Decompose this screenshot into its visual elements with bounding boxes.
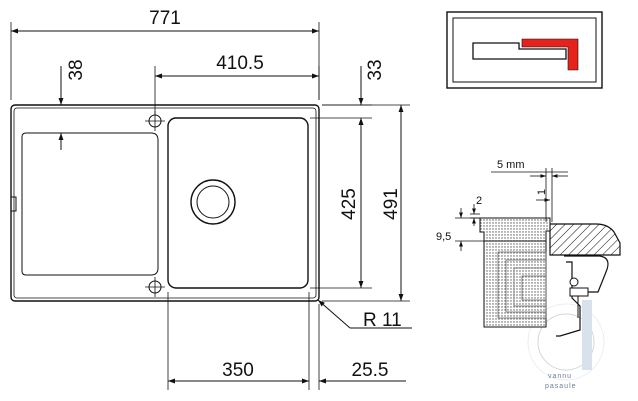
dim-overall-width-label: 771: [149, 8, 181, 29]
sink-body-section: [483, 240, 547, 328]
mounting-clamp-icon: [556, 255, 609, 337]
dim-corner-radius-label: R 11: [363, 310, 402, 331]
drain-icon: [190, 179, 236, 225]
tap-hole-top-icon: [145, 111, 165, 131]
dim-top-margin: 38: [43, 59, 158, 150]
dim-overall-depth: 491: [322, 104, 410, 302]
dim-bowl-depth: 425: [310, 118, 372, 289]
dim-bowl-side-margin-label: 33: [365, 59, 386, 80]
worktop-section: [549, 223, 621, 256]
section-detail: vannu pasaule 5 mm 1: [436, 159, 621, 390]
dim-drainer-width: 350: [167, 292, 310, 390]
edge-tab: [10, 196, 17, 212]
dim-bowl-depth-label: 425: [339, 188, 360, 220]
sink-plan-view: [10, 104, 320, 302]
sink-rim-section: [479, 217, 551, 242]
section-lip-label: 2: [476, 195, 482, 207]
section-thickness-label: 9,5: [436, 231, 451, 243]
dim-top-margin-label: 38: [66, 59, 87, 80]
flush-mount-icon: [446, 11, 603, 89]
dim-drainer-width-label: 350: [222, 360, 254, 381]
dim-bottom-offset-label: 25.5: [352, 360, 389, 381]
dim-corner-radius: R 11: [317, 299, 412, 331]
drainer-area: [21, 132, 159, 276]
section-gap-label: 5 mm: [497, 159, 525, 171]
watermark-logo-icon: [527, 300, 605, 381]
tap-hole-bottom-icon: [145, 277, 165, 297]
watermark-line2: pasaule: [545, 383, 577, 390]
section-edge-label: 1: [536, 189, 548, 195]
dim-bowl-width: 410.5: [154, 53, 320, 114]
bowl-outline: [167, 117, 309, 289]
dim-overall-width: 771: [10, 8, 320, 100]
dim-bowl-side-margin: 33: [310, 59, 386, 138]
dim-bowl-width-label: 410.5: [216, 53, 264, 74]
sink-outline: [10, 104, 320, 302]
dim-bottom-offset: 25.5: [280, 304, 406, 390]
dim-overall-depth-label: 491: [381, 188, 402, 220]
watermark-line1: vannu: [548, 373, 572, 380]
